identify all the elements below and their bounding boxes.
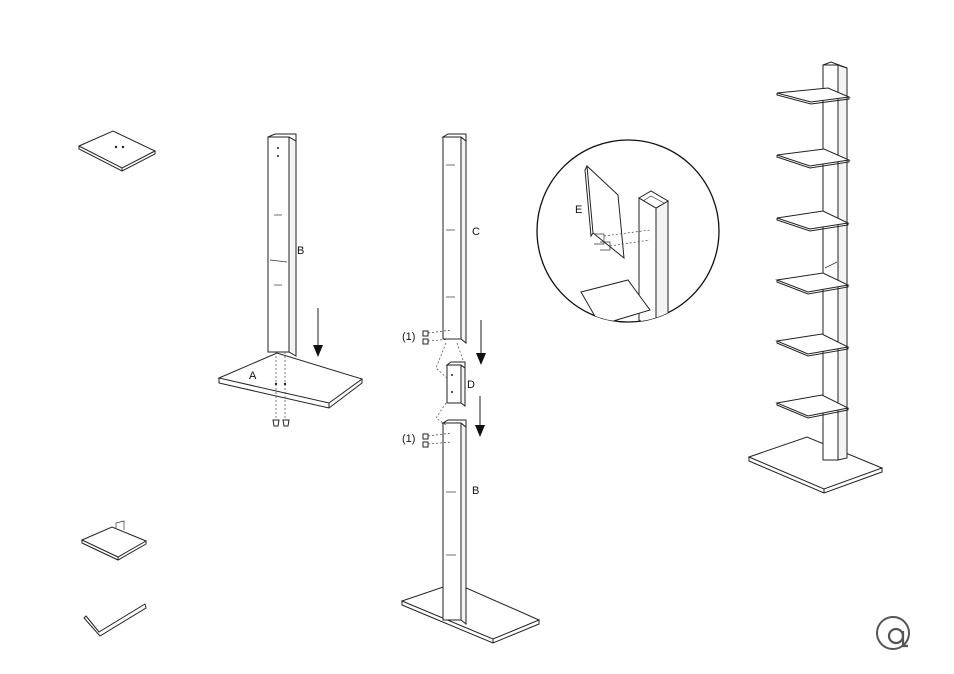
part-allen-key-icon — [84, 604, 146, 636]
assembled-bookshelf — [749, 62, 882, 493]
label-a: A — [249, 370, 257, 382]
column-b-step2 — [443, 420, 466, 624]
screws-top — [423, 331, 428, 344]
screws-bottom — [423, 434, 428, 447]
label-d: D — [467, 379, 475, 391]
step-2-group: C D B (1) (1) — [402, 134, 539, 643]
part-base-plate-icon — [79, 131, 155, 171]
brand-logo-icon — [877, 617, 909, 649]
base-plate-a — [219, 353, 362, 408]
screw-qty-top: (1) — [402, 331, 415, 343]
part-shelf-icon — [82, 521, 146, 560]
label-b-step2: B — [472, 485, 479, 497]
screw-qty-bottom: (1) — [402, 433, 415, 445]
detail-callout: E — [537, 140, 719, 330]
down-arrow-icon — [475, 396, 485, 437]
connector-d — [447, 362, 465, 406]
screw-pair — [273, 420, 289, 426]
step-1-group: A B — [219, 134, 362, 426]
column-c — [443, 134, 466, 343]
column-b-step1 — [268, 134, 296, 356]
down-arrow-icon — [313, 308, 323, 357]
label-c: C — [472, 226, 480, 238]
label-e: E — [575, 204, 582, 216]
down-arrow-icon — [476, 320, 486, 365]
label-b-step1: B — [297, 245, 304, 257]
base-plate — [402, 583, 539, 643]
